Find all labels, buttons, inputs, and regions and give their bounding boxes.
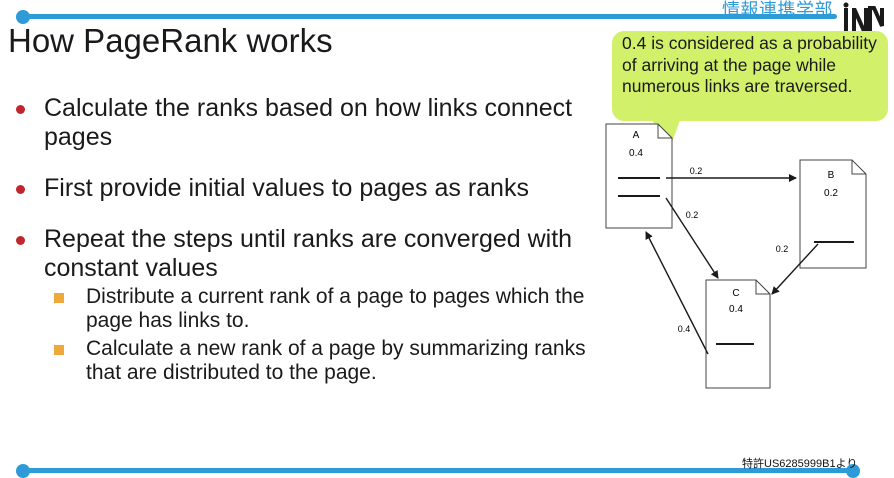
bottom-left-dot xyxy=(16,464,30,478)
callout-bubble: 0.4 is considered as a probability of ar… xyxy=(612,31,888,121)
patent-credit: 特許US6285999B1より xyxy=(742,458,858,470)
page-a: A 0.4 xyxy=(605,123,673,229)
bullet-item: Repeat the steps until ranks are converg… xyxy=(16,225,616,283)
edge-a-to-c xyxy=(665,197,719,279)
page-b: B 0.2 xyxy=(799,159,867,269)
edge-label-a-c: 0.2 xyxy=(686,210,699,220)
page-rank: 0.4 xyxy=(629,148,643,159)
pagerank-diagram: A 0.4 B 0.2 C 0.4 0.2 0.2 0.2 0.4 xyxy=(605,120,867,389)
page-rank: 0.4 xyxy=(729,304,743,315)
bullet-list: Calculate the ranks based on how links c… xyxy=(16,92,616,385)
page-name: B xyxy=(828,170,835,181)
slide-title: How PageRank works xyxy=(8,22,333,59)
page-name: A xyxy=(633,130,640,141)
edge-c-to-a xyxy=(645,231,709,355)
logo-icon xyxy=(843,2,884,36)
edge-label-a-b: 0.2 xyxy=(690,166,703,176)
top-left-dot xyxy=(16,10,30,24)
bottom-right-dot xyxy=(846,464,860,478)
edge-b-to-c xyxy=(771,243,819,295)
page-rank: 0.2 xyxy=(824,188,838,199)
sub-bullet-item: Distribute a current rank of a page to p… xyxy=(16,285,616,333)
edge-label-c-a: 0.4 xyxy=(678,324,691,334)
edge-label-b-c: 0.2 xyxy=(776,244,789,254)
bullet-item: Calculate the ranks based on how links c… xyxy=(16,94,616,152)
bottom-rule xyxy=(22,468,850,473)
department-label: 情報連携学部 xyxy=(722,0,833,20)
page-name: C xyxy=(732,288,739,299)
sub-bullet-item: Calculate a new rank of a page by summar… xyxy=(16,337,616,385)
bullet-item: First provide initial values to pages as… xyxy=(16,174,616,203)
callout-text: 0.4 is considered as a probability of ar… xyxy=(622,33,877,96)
top-rule xyxy=(22,14,837,19)
page-c: C 0.4 xyxy=(705,279,771,389)
